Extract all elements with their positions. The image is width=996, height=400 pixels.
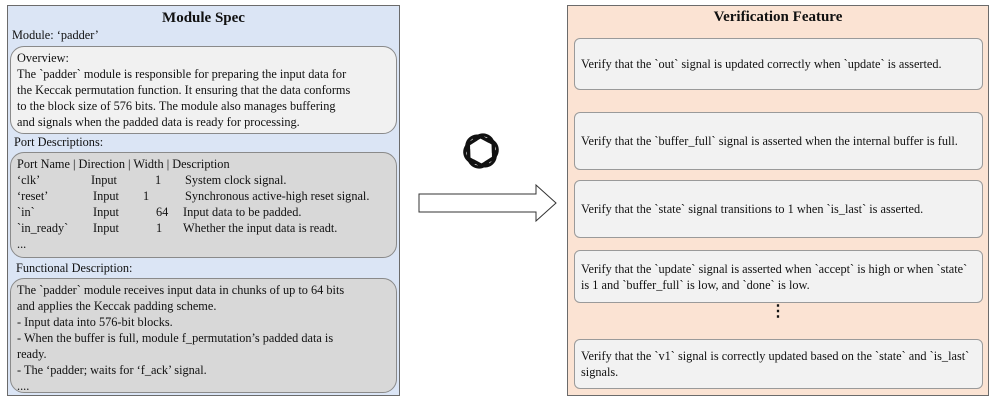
overview-label: Overview: (17, 51, 69, 65)
feature-text: Verify that the `update` signal is asser… (581, 261, 968, 292)
port-width: 1 (155, 173, 162, 187)
functional-text: The `padder` module receives input data … (17, 282, 392, 394)
port-direction: Input (93, 221, 119, 235)
port-direction: Input (93, 205, 119, 219)
port-width: 1 (143, 189, 150, 203)
feature-item: Verify that the `v1` signal is correctly… (574, 339, 983, 389)
feature-text: Verify that the `out` signal is updated … (581, 57, 942, 71)
feature-item: Verify that the `out` signal is updated … (574, 38, 983, 90)
functional-line: - The ‘padder; waits for ‘f_ack’ signal. (17, 363, 207, 377)
port-description: Input data to be padded. (183, 205, 302, 219)
feature-ellipsis: ⋮ (770, 303, 786, 320)
overview-line: The `padder` module is responsible for p… (17, 67, 347, 81)
functional-description-label: Functional Description: (16, 261, 133, 275)
port-table-header: Port Name | Direction | Width | Descript… (17, 157, 230, 171)
port-name: `in_ready` (17, 221, 69, 235)
port-descriptions-box: Port Name | Direction | Width | Descript… (10, 152, 397, 258)
port-width: 64 (156, 205, 169, 219)
functional-description-box: The `padder` module receives input data … (10, 278, 397, 393)
verification-feature-panel: Verification Feature Verify that the `ou… (567, 5, 989, 396)
functional-line: - When the buffer is full, module f_perm… (17, 331, 334, 345)
port-description: Whether the input data is readt. (183, 221, 338, 235)
port-direction: Input (91, 173, 117, 187)
functional-line: and applies the Keccak padding scheme. (17, 299, 217, 313)
feature-text: Verify that the `v1` signal is correctly… (581, 349, 970, 379)
feature-item: Verify that the `buffer_full` signal is … (574, 112, 983, 170)
port-descriptions-label: Port Descriptions: (14, 135, 104, 149)
module-spec-panel: Module Spec Module: ‘padder’ Overview: T… (7, 5, 400, 396)
right-arrow-icon (418, 183, 557, 223)
port-width: 1 (156, 221, 163, 235)
functional-line: ready. (17, 347, 47, 361)
overview-text: Overview: The `padder` module is respons… (17, 50, 392, 130)
feature-text: Verify that the `buffer_full` signal is … (581, 134, 958, 148)
overview-box: Overview: The `padder` module is respons… (10, 46, 397, 134)
module-name: Module: ‘padder’ (12, 28, 99, 42)
overview-line: the Keccak permutation function. It ensu… (17, 83, 351, 97)
module-spec-title: Module Spec (162, 10, 245, 26)
functional-line: .... (17, 379, 30, 393)
port-ellipsis: ... (17, 237, 27, 251)
feature-text: Verify that the `state` signal transitio… (581, 202, 924, 216)
port-description: Synchronous active-high reset signal. (185, 189, 370, 203)
feature-item: Verify that the `state` signal transitio… (574, 180, 983, 238)
overview-line: and signals when the padded data is read… (17, 115, 300, 129)
functional-line: The `padder` module receives input data … (17, 283, 345, 297)
port-name: ‘clk’ (17, 173, 41, 187)
port-description: System clock signal. (185, 173, 287, 187)
functional-line: - Input data into 576-bit blocks. (17, 315, 173, 329)
port-name: ‘reset’ (17, 189, 49, 203)
verification-title: Verification Feature (713, 9, 843, 25)
openai-logo-icon (463, 133, 499, 169)
port-name: `in` (17, 205, 35, 219)
port-direction: Input (93, 189, 119, 203)
feature-item: Verify that the `update` signal is asser… (574, 250, 983, 303)
overview-line: to the block size of 576 bits. The modul… (17, 99, 336, 113)
